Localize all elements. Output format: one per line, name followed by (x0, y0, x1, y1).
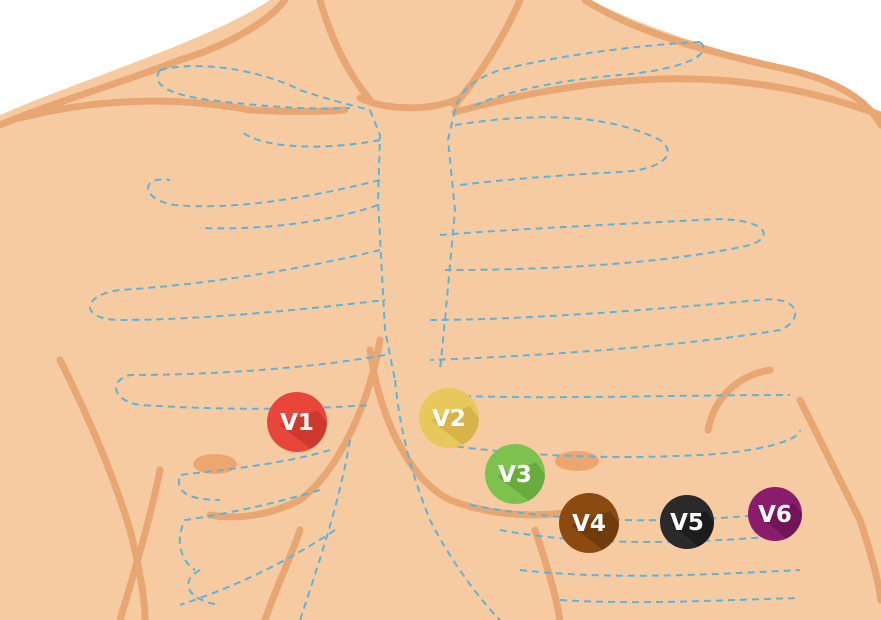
electrode-v3-label: V3 (498, 462, 532, 488)
electrode-v5-label: V5 (670, 510, 704, 536)
left-nipple (193, 454, 237, 474)
electrode-v4-label: V4 (572, 511, 606, 537)
electrode-v2-label: V2 (432, 406, 466, 432)
electrode-v6-label: V6 (758, 502, 792, 528)
electrode-v1-label: V1 (280, 410, 314, 436)
right-nipple (555, 451, 599, 471)
